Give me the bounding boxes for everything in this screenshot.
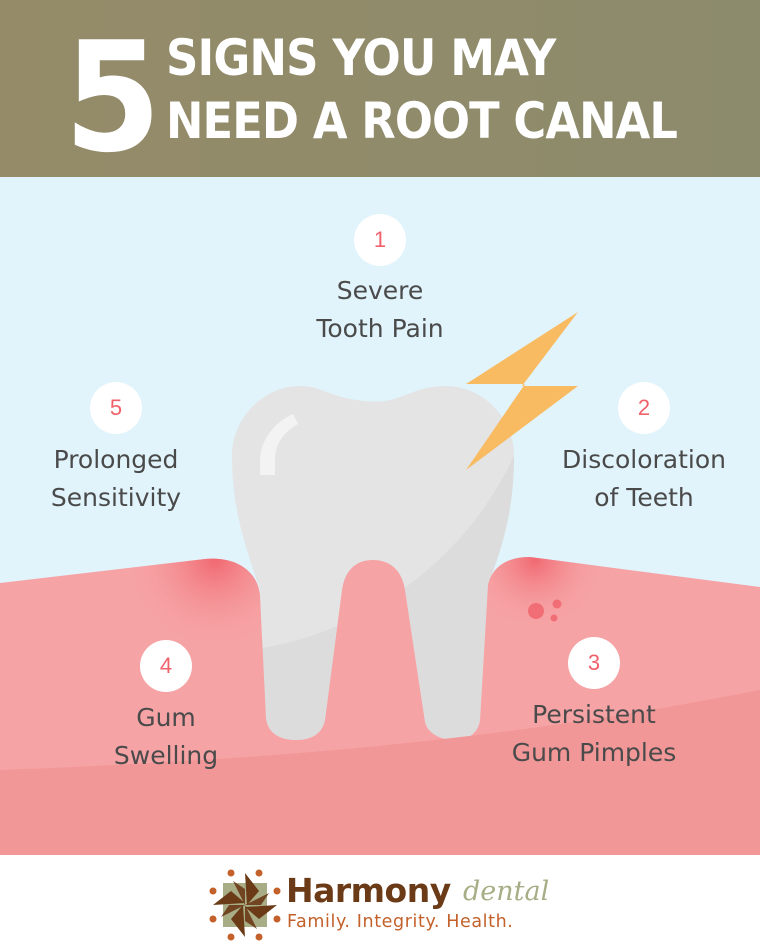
sign-2-label-line2: of Teeth	[594, 483, 694, 512]
illustration-scene	[0, 177, 760, 855]
gums	[0, 557, 760, 855]
title-line-2: NEED A ROOT CANAL	[166, 92, 678, 150]
sign-2-badge: 2	[618, 382, 670, 434]
illustration-svg	[0, 312, 760, 855]
sign-3-label-line1: Persistent	[532, 700, 656, 729]
sign-4-label-line2: Swelling	[113, 741, 219, 770]
title-line-1: SIGNS YOU MAY	[166, 29, 556, 87]
title-number: 5	[64, 9, 161, 186]
sign-1-label-line2: Tooth Pain	[316, 314, 444, 343]
sign-3-badge: 3	[568, 637, 620, 689]
sign-4-badge: 4	[140, 640, 192, 692]
sign-1-badge: 1	[354, 214, 406, 266]
brand-name: Harmony	[286, 871, 451, 910]
sign-2-label-line1: Discoloration	[562, 445, 726, 474]
footer	[0, 855, 760, 950]
sign-5-label-line1: Prolonged	[53, 445, 179, 474]
harmony-pinwheel-logo-icon	[209, 869, 281, 941]
sign-4-label-line1: Gum	[136, 703, 196, 732]
sign-3-label: Persistent Gum Pimples	[494, 696, 694, 772]
sign-5-label-line2: Sensitivity	[50, 483, 182, 512]
sign-3-label-line2: Gum Pimples	[511, 738, 677, 767]
gum-lower-band	[0, 690, 760, 855]
title-banner: 5 SIGNS YOU MAY NEED A ROOT CANAL	[0, 0, 760, 177]
sign-2-label: Discoloration of Teeth	[544, 441, 744, 517]
sign-5-badge: 5	[90, 382, 142, 434]
tooth-shine	[260, 414, 298, 475]
brand-tagline: Family. Integrity. Health.	[287, 912, 514, 932]
sign-1-label: Severe Tooth Pain	[280, 272, 480, 348]
sign-5-label: Prolonged Sensitivity	[16, 441, 216, 517]
gum-pimples-icon	[528, 599, 562, 622]
brand-suffix: dental	[463, 876, 550, 907]
sign-4-label: Gum Swelling	[66, 699, 266, 775]
lightning-bolt-icon	[466, 312, 578, 470]
sign-1-label-line1: Severe	[336, 276, 424, 305]
